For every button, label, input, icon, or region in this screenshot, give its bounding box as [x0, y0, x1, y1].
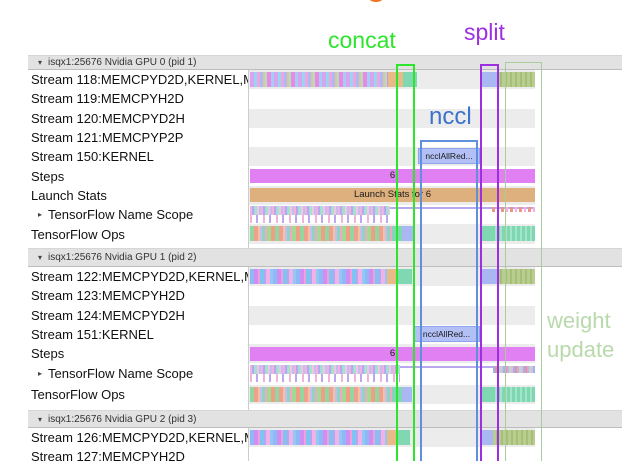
track-row-stream-126-memcpyd2d-kernel-mi[interactable]: Stream 126:MEMCPYD2D,KERNEL,MI: [0, 428, 622, 448]
track-label: TensorFlow Ops: [31, 387, 125, 403]
track-label: isqx1:25676 Nvidia GPU 0 (pid 1): [48, 57, 197, 68]
clipped-annotation-icon: [368, 0, 384, 2]
track-row-stream-118-memcpyd2d-kernel-me[interactable]: Stream 118:MEMCPYD2D,KERNEL,ME: [0, 70, 622, 90]
trace-event-label: Launch Stats for 6: [353, 189, 432, 201]
track-label: isqx1:25676 Nvidia GPU 2 (pid 3): [48, 413, 197, 425]
trace-event-tan[interactable]: [387, 269, 397, 284]
trace-event-colorticks[interactable]: [493, 366, 535, 373]
trace-event-tan[interactable]: [387, 430, 397, 445]
track-row-launch-stats[interactable]: Launch Stats for 6 Launch Stats: [0, 185, 622, 206]
trace-event-teal[interactable]: [397, 430, 410, 445]
trace-event-steps[interactable]: 6: [250, 346, 535, 361]
trace-event-peri[interactable]: [402, 387, 412, 402]
track-label: Launch Stats: [31, 187, 107, 203]
row-shading: [249, 147, 535, 167]
collapse-icon[interactable]: ▾: [38, 58, 43, 67]
trace-event-ops[interactable]: [250, 387, 392, 402]
collapse-icon[interactable]: ▾: [38, 414, 43, 424]
track-row-steps[interactable]: 6 Steps: [0, 167, 622, 186]
trace-event-multi2[interactable]: [250, 269, 387, 284]
section-header-isqx1-25676-nvidia-gpu-1-pid-2[interactable]: ▾ isqx1:25676 Nvidia GPU 1 (pid 2): [28, 248, 622, 267]
trace-event-lavline[interactable]: [390, 207, 535, 210]
trace-event-multi1[interactable]: [250, 72, 388, 87]
trace-event-olive[interactable]: [497, 72, 535, 87]
track-label: Stream 126:MEMCPYD2D,KERNEL,MI: [31, 430, 248, 446]
track-label: Stream 151:KERNEL: [31, 327, 154, 343]
trace-event-teal[interactable]: [392, 387, 402, 402]
trace-event-tealstripe[interactable]: [492, 387, 535, 402]
track-row-stream-127-memcpyh2d[interactable]: Stream 127:MEMCPYH2D: [0, 447, 622, 461]
trace-event-pinkticks[interactable]: [492, 207, 535, 213]
row-shading: [249, 305, 535, 325]
trace-event-nccl[interactable]: ncclAllRed...: [418, 148, 480, 165]
trace-event-teal[interactable]: [482, 226, 492, 242]
trace-event-ticks[interactable]: [250, 206, 390, 224]
track-label: Steps: [31, 346, 65, 362]
track-label: TensorFlow Name Scope: [48, 366, 194, 382]
trace-event-olive[interactable]: [497, 269, 535, 284]
trace-event-lavline[interactable]: [400, 366, 535, 368]
track-label: Stream 123:MEMCPYH2D: [31, 288, 185, 304]
trace-event-ops[interactable]: [250, 226, 392, 242]
trace-event-label: ncclAllRed...: [422, 328, 471, 339]
trace-event-peri[interactable]: [482, 72, 497, 87]
track-row-steps[interactable]: 6 Steps: [0, 344, 622, 364]
expand-icon[interactable]: ▸: [38, 369, 43, 379]
section-header-isqx1-25676-nvidia-gpu-0-pid-1[interactable]: ▾ isqx1:25676 Nvidia GPU 0 (pid 1): [28, 55, 622, 70]
trace-event-label: 6: [389, 347, 396, 359]
expand-icon[interactable]: ▸: [38, 210, 43, 220]
trace-event-teal[interactable]: [403, 72, 417, 87]
track-row-stream-124-memcpyd2h[interactable]: Stream 124:MEMCPYD2H: [0, 305, 622, 325]
track-label: Stream 124:MEMCPYD2H: [31, 307, 185, 323]
track-label: Stream 150:KERNEL: [31, 149, 154, 165]
track-row-tensorflow-ops[interactable]: TensorFlow Ops: [0, 385, 622, 405]
track-label: Stream 127:MEMCPYH2D: [31, 449, 185, 461]
track-label: Stream 119:MEMCPYH2D: [31, 91, 184, 107]
trace-event-label: ncclAllRed...: [425, 151, 473, 162]
track-row-stream-150-kernel[interactable]: ncclAllRed... Stream 150:KERNEL: [0, 147, 622, 167]
track-row-stream-120-memcpyd2h[interactable]: Stream 120:MEMCPYD2H: [0, 108, 622, 128]
row-shading: [249, 108, 535, 128]
track-row-stream-151-kernel[interactable]: ncclAllRed... Stream 151:KERNEL: [0, 325, 622, 344]
track-row-tensorflow-name-scope[interactable]: ▸ TensorFlow Name Scope: [0, 205, 622, 224]
track-label: Stream 121:MEMCPYP2P: [31, 130, 184, 146]
trace-event-teal[interactable]: [482, 387, 492, 402]
track-row-stream-119-memcpyh2d[interactable]: Stream 119:MEMCPYH2D: [0, 89, 622, 108]
trace-event-nccl[interactable]: ncclAllRed...: [413, 325, 480, 342]
trace-event-tan[interactable]: [388, 72, 403, 87]
trace-event-launch[interactable]: Launch Stats for 6: [250, 188, 535, 203]
trace-event-multi2[interactable]: [250, 430, 387, 445]
trace-event-peri[interactable]: [402, 226, 413, 242]
trace-event-steps[interactable]: 6: [250, 169, 535, 183]
trace-event-olive[interactable]: [493, 430, 535, 445]
trace-event-label: 6: [389, 170, 396, 181]
section-header-isqx1-25676-nvidia-gpu-2-pid-3[interactable]: ▾ isqx1:25676 Nvidia GPU 2 (pid 3): [28, 410, 622, 428]
concat-annotation: concat: [328, 27, 396, 53]
track-row-tensorflow-name-scope[interactable]: ▸ TensorFlow Name Scope: [0, 364, 622, 383]
trace-event-peri[interactable]: [482, 430, 493, 445]
track-label: Stream 120:MEMCPYD2H: [31, 110, 185, 126]
trace-event-teal[interactable]: [392, 226, 402, 242]
track-label: TensorFlow Name Scope: [48, 207, 194, 223]
trace-event-tealstripe[interactable]: [492, 226, 535, 242]
split-annotation: split: [464, 19, 505, 45]
track-label: Stream 118:MEMCPYD2D,KERNEL,ME: [31, 72, 248, 88]
trace-event-peri[interactable]: [481, 269, 497, 284]
track-row-stream-123-memcpyh2d[interactable]: Stream 123:MEMCPYH2D: [0, 286, 622, 305]
track-row-stream-121-memcpyp2p[interactable]: Stream 121:MEMCPYP2P: [0, 128, 622, 147]
track-row-stream-122-memcpyd2d-kernel-mi[interactable]: Stream 122:MEMCPYD2D,KERNEL,MI: [0, 267, 622, 287]
track-label: Steps: [31, 168, 65, 184]
track-label: Stream 122:MEMCPYD2D,KERNEL,MI: [31, 269, 248, 285]
trace-event-teal[interactable]: [397, 269, 412, 284]
collapse-icon[interactable]: ▾: [38, 253, 43, 262]
trace-event-ticks[interactable]: [250, 365, 400, 382]
track-label: isqx1:25676 Nvidia GPU 1 (pid 2): [48, 252, 197, 263]
track-row-tensorflow-ops[interactable]: TensorFlow Ops: [0, 224, 622, 244]
track-label: TensorFlow Ops: [31, 226, 125, 242]
